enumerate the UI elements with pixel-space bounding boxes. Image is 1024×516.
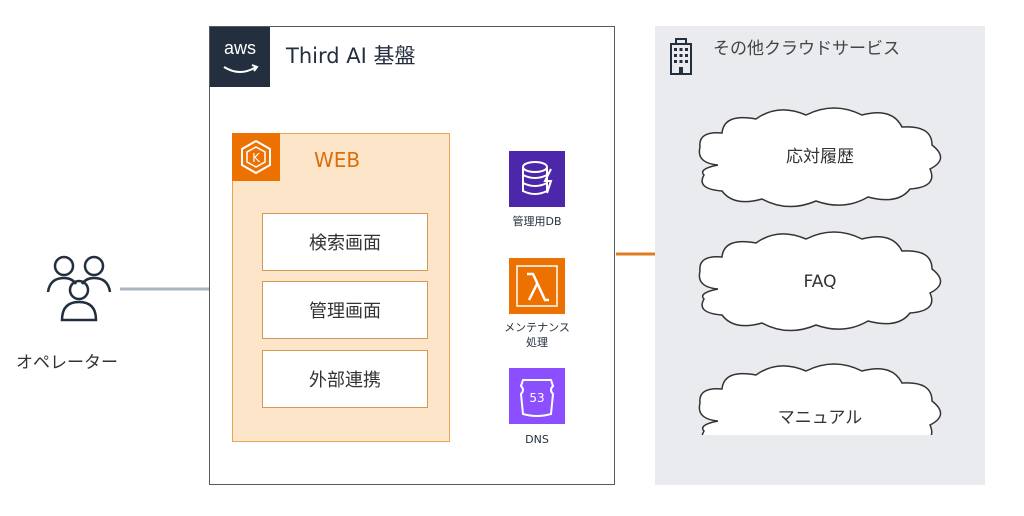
building-icon	[670, 38, 692, 75]
aws-logo: aws	[210, 27, 270, 87]
operator-label: オペレーター	[16, 353, 118, 373]
external-link-box: 外部連携	[262, 350, 428, 408]
svg-text:K: K	[252, 151, 261, 165]
db-label: 管理用DB	[512, 215, 562, 228]
lambda-icon	[509, 258, 565, 314]
aws-smile-icon	[223, 64, 259, 73]
cloud-faq-label: FAQ	[803, 272, 837, 292]
search-screen-box: 検索画面	[262, 213, 428, 271]
eks-icon: K	[232, 133, 280, 181]
cloud-history-label: 応対履歴	[786, 147, 854, 167]
dns-label: DNS	[525, 433, 549, 446]
web-group-title: WEB	[314, 148, 361, 172]
svg-text:53: 53	[529, 391, 544, 405]
aws-logo-text: aws	[223, 38, 256, 58]
aws-group-title: Third AI 基盤	[286, 44, 416, 68]
database-icon	[509, 151, 565, 207]
operators-icon	[46, 255, 112, 322]
cloud-manual-label: マニュアル	[777, 408, 863, 428]
route53-icon: 53	[509, 368, 565, 424]
other-cloud-title: その他クラウドサービス	[713, 39, 900, 59]
admin-screen-box: 管理画面	[262, 281, 428, 339]
maintenance-label: メンテナンス 処理	[504, 321, 570, 349]
